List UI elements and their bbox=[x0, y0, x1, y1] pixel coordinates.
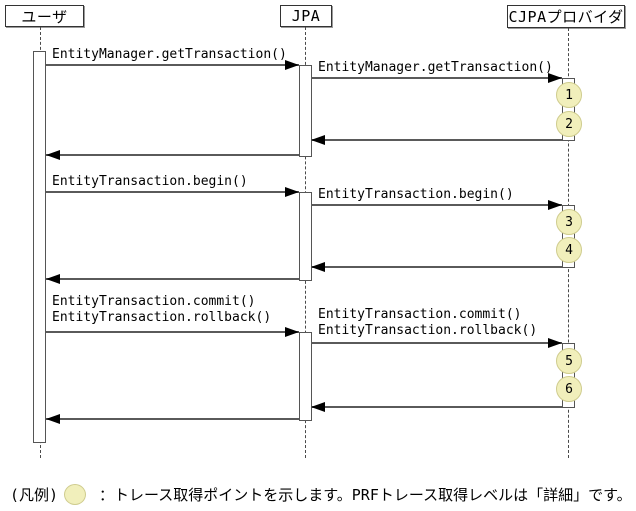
message-label-gettransaction-jpa-provider: EntityManager.getTransaction() bbox=[318, 60, 553, 75]
message-label-commit-rollback-user-jpa: EntityTransaction.commit() EntityTransac… bbox=[52, 294, 272, 325]
actor-label-cjpa-provider: CJPAプロバイダ bbox=[508, 8, 624, 26]
trace-point-1: 1 bbox=[556, 82, 582, 108]
message-line bbox=[311, 342, 562, 344]
arrowhead-left-icon bbox=[311, 262, 325, 272]
trace-point-number: 1 bbox=[565, 87, 573, 103]
activation-bar-user bbox=[33, 51, 46, 443]
return-line bbox=[46, 418, 299, 420]
trace-point-number: 4 bbox=[565, 242, 573, 258]
actor-box-cjpa-provider: CJPAプロバイダ bbox=[507, 5, 625, 28]
message-label-begin-jpa-provider: EntityTransaction.begin() bbox=[318, 187, 514, 202]
message-label-gettransaction-user-jpa: EntityManager.getTransaction() bbox=[52, 47, 287, 62]
actor-box-user: ユーザ bbox=[5, 5, 84, 27]
arrowhead-left-icon bbox=[46, 150, 60, 160]
message-label-begin-user-jpa: EntityTransaction.begin() bbox=[52, 174, 248, 189]
arrowhead-left-icon bbox=[46, 414, 60, 424]
trace-point-3: 3 bbox=[556, 209, 582, 235]
message-label-commit-rollback-jpa-provider: EntityTransaction.commit() EntityTransac… bbox=[318, 307, 538, 338]
arrowhead-right-icon bbox=[548, 73, 562, 83]
return-line bbox=[46, 278, 299, 280]
trace-point-number: 3 bbox=[565, 214, 573, 230]
trace-point-5: 5 bbox=[556, 348, 582, 374]
message-line bbox=[311, 77, 562, 79]
trace-point-number: 6 bbox=[565, 381, 573, 397]
message-line bbox=[46, 331, 299, 333]
return-line bbox=[311, 139, 562, 141]
legend-description: ：トレース取得ポイントを示します。PRFトレース取得レベルは「詳細」です。 bbox=[99, 486, 632, 504]
arrowhead-left-icon bbox=[46, 274, 60, 284]
actor-label-jpa: JPA bbox=[291, 7, 321, 25]
activation-bar-jpa-1 bbox=[299, 65, 312, 157]
activation-bar-jpa-3 bbox=[299, 332, 312, 421]
message-line bbox=[311, 204, 562, 206]
trace-point-number: 2 bbox=[565, 116, 573, 132]
arrowhead-right-icon bbox=[285, 187, 299, 197]
actor-box-jpa: JPA bbox=[280, 5, 332, 27]
actor-label-user: ユーザ bbox=[21, 7, 68, 26]
arrowhead-right-icon bbox=[285, 327, 299, 337]
return-line bbox=[311, 266, 562, 268]
return-line bbox=[46, 154, 299, 156]
trace-point-4: 4 bbox=[556, 237, 582, 263]
legend-label: (凡例) bbox=[10, 486, 59, 504]
arrowhead-right-icon bbox=[548, 200, 562, 210]
trace-point-legend-icon bbox=[64, 484, 86, 505]
arrowhead-left-icon bbox=[311, 402, 325, 412]
arrowhead-left-icon bbox=[311, 135, 325, 145]
message-line bbox=[46, 64, 299, 66]
trace-point-number: 5 bbox=[565, 353, 573, 369]
arrowhead-right-icon bbox=[285, 60, 299, 70]
trace-point-6: 6 bbox=[556, 376, 582, 402]
trace-point-2: 2 bbox=[556, 111, 582, 137]
message-line bbox=[46, 191, 299, 193]
activation-bar-jpa-2 bbox=[299, 192, 312, 281]
arrowhead-right-icon bbox=[548, 338, 562, 348]
return-line bbox=[311, 406, 562, 408]
